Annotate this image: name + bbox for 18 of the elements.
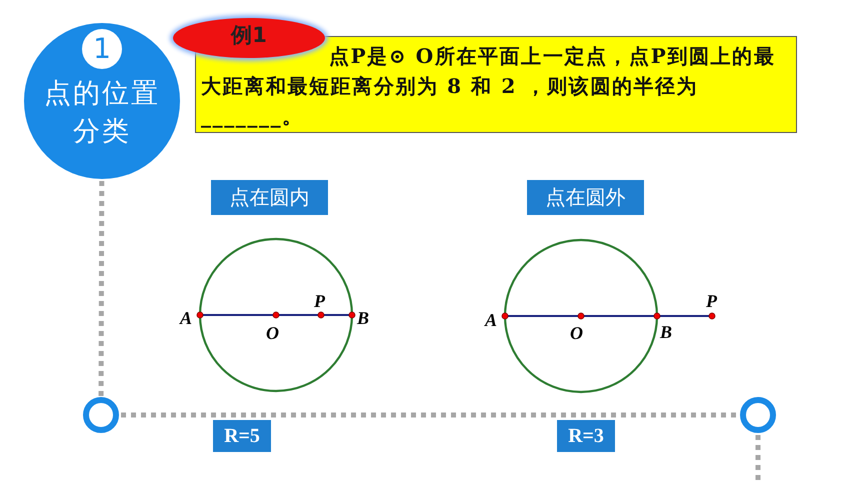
section-title: 点的位置分类 — [43, 77, 161, 149]
dotted-connector — [98, 181, 104, 398]
case-label: 点在圆外 — [527, 180, 644, 215]
radius-label: R=3 — [557, 420, 615, 452]
point-label: A — [485, 311, 498, 329]
case-label: 点在圆内 — [211, 180, 328, 215]
example-tag — [173, 18, 325, 58]
timeline-node — [740, 397, 776, 433]
point-label: P — [314, 292, 325, 310]
step-number: 1 — [82, 29, 122, 69]
point-label: O — [570, 324, 583, 342]
radius-label: R=5 — [213, 420, 271, 452]
timeline-node — [83, 397, 119, 433]
point-label: A — [180, 309, 192, 327]
point-label: B — [660, 323, 672, 341]
point-label: B — [357, 309, 370, 327]
point-label: P — [706, 292, 717, 310]
point-label: O — [266, 324, 279, 342]
